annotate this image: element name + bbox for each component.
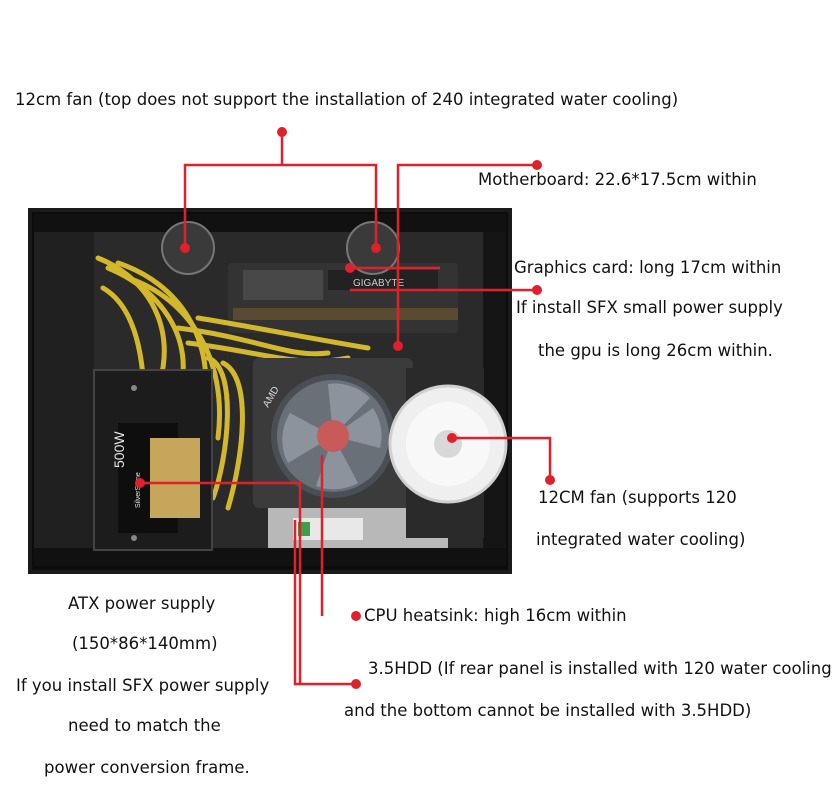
psu-wattage-text: 500W bbox=[111, 431, 127, 468]
side-fan-label-line1: 12CM fan (supports 120 bbox=[538, 488, 737, 507]
sfx-gpu-label-line2: the gpu is long 26cm within. bbox=[538, 341, 773, 360]
motherboard-label: Motherboard: 22.6*17.5cm within bbox=[478, 170, 757, 189]
atx-label-line1: ATX power supply bbox=[68, 594, 216, 613]
gpu-brand-text: GIGABYTE bbox=[353, 278, 404, 289]
power-supply: 500W SilverStone bbox=[93, 369, 213, 551]
cpu-cooler: AMD bbox=[253, 358, 413, 508]
hdd-label-line2: and the bottom cannot be installed with … bbox=[344, 701, 752, 720]
side-fan-label-line2: integrated water cooling) bbox=[536, 530, 746, 549]
atx-label-line5: power conversion frame. bbox=[44, 758, 250, 777]
psu-brand-text: SilverStone bbox=[135, 472, 142, 508]
atx-label-line4: need to match the bbox=[68, 716, 221, 735]
sfx-gpu-label-line1: If install SFX small power supply bbox=[516, 298, 783, 317]
atx-label-line3: If you install SFX power supply bbox=[16, 676, 270, 695]
atx-label-line2: (150*86*140mm) bbox=[72, 634, 218, 653]
top-fan-label: 12cm fan (top does not support the insta… bbox=[15, 90, 679, 109]
pc-case-photo: GIGABYTE 500W SilverStone bbox=[28, 208, 512, 574]
cpu-heatsink-label: CPU heatsink: high 16cm within bbox=[364, 606, 627, 625]
graphics-card: GIGABYTE bbox=[228, 263, 458, 333]
hdd-label-line1: 3.5HDD (If rear panel is installed with … bbox=[368, 659, 832, 678]
graphics-card-label: Graphics card: long 17cm within bbox=[514, 258, 782, 277]
